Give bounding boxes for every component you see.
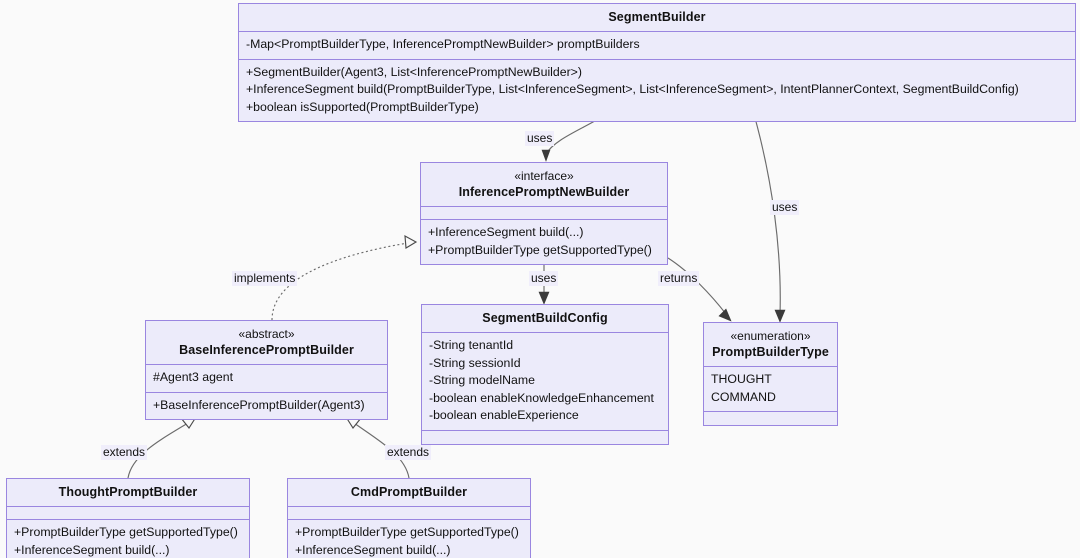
enum-value-row: COMMAND bbox=[711, 389, 776, 404]
class-methods-compartment-empty bbox=[704, 412, 837, 425]
class-attributes-compartment-empty bbox=[421, 207, 667, 220]
class-stereotype: «interface» bbox=[514, 169, 574, 183]
class-box-cmd-prompt-builder[interactable]: CmdPromptBuilder +PromptBuilderType getS… bbox=[287, 478, 531, 558]
method-row: +InferenceSegment build(...) bbox=[428, 225, 584, 239]
arrowhead-uses-enum bbox=[774, 309, 786, 323]
edge-label-returns-enum: returns bbox=[658, 271, 700, 286]
class-methods-compartment: +BaseInferencePromptBuilder(Agent3) bbox=[146, 393, 387, 420]
class-name: SegmentBuildConfig bbox=[482, 311, 608, 325]
class-name: BaseInferencePromptBuilder bbox=[179, 343, 354, 357]
class-methods-compartment: +InferenceSegment build(...) +PromptBuil… bbox=[421, 220, 667, 264]
class-box-segment-builder[interactable]: SegmentBuilder -Map<PromptBuilderType, I… bbox=[238, 3, 1076, 122]
class-attributes-compartment: -String tenantId -String sessionId -Stri… bbox=[422, 333, 668, 431]
class-box-prompt-builder-type[interactable]: «enumeration» PromptBuilderType THOUGHT … bbox=[703, 322, 838, 426]
class-methods-compartment: +PromptBuilderType getSupportedType() +I… bbox=[7, 520, 249, 558]
attribute-row: #Agent3 agent bbox=[153, 370, 234, 384]
arrowhead-uses-config bbox=[538, 291, 550, 305]
class-methods-compartment: +PromptBuilderType getSupportedType() +I… bbox=[288, 520, 530, 558]
method-row: +BaseInferencePromptBuilder(Agent3) bbox=[153, 397, 365, 412]
class-box-segment-build-config[interactable]: SegmentBuildConfig -String tenantId -Str… bbox=[421, 304, 669, 445]
edge-label-implements: implements bbox=[232, 271, 298, 286]
class-methods-compartment: +SegmentBuilder(Agent3, List<InferencePr… bbox=[239, 60, 1075, 122]
class-title-compartment: ThoughtPromptBuilder bbox=[7, 479, 249, 507]
attribute-row: -String tenantId bbox=[429, 338, 514, 352]
method-row: +PromptBuilderType getSupportedType() bbox=[14, 525, 238, 539]
attribute-row: -boolean enableExperience bbox=[429, 408, 579, 422]
attribute-row: -String modelName bbox=[429, 373, 535, 387]
class-box-base-inference-prompt-builder[interactable]: «abstract» BaseInferencePromptBuilder #A… bbox=[145, 320, 388, 420]
class-stereotype: «enumeration» bbox=[730, 329, 811, 343]
class-title-compartment: CmdPromptBuilder bbox=[288, 479, 530, 507]
attribute-row: -Map<PromptBuilderType, InferencePromptN… bbox=[246, 37, 640, 51]
class-attributes-compartment: -Map<PromptBuilderType, InferencePromptN… bbox=[239, 32, 1075, 60]
class-title-compartment: «interface» InferencePromptNewBuilder bbox=[421, 163, 667, 207]
attribute-row: -boolean enableKnowledgeEnhancement bbox=[429, 390, 654, 405]
class-box-thought-prompt-builder[interactable]: ThoughtPromptBuilder +PromptBuilderType … bbox=[6, 478, 250, 558]
class-name: SegmentBuilder bbox=[608, 10, 706, 24]
edge-label-extends-cmd: extends bbox=[385, 445, 432, 460]
class-title-compartment: «abstract» BaseInferencePromptBuilder bbox=[146, 321, 387, 365]
arrowhead-returns-enum bbox=[718, 308, 732, 322]
method-row: +PromptBuilderType getSupportedType() bbox=[295, 525, 519, 539]
method-row: +boolean isSupported(PromptBuilderType) bbox=[246, 99, 479, 114]
class-title-compartment: SegmentBuildConfig bbox=[422, 305, 668, 333]
method-row: +InferenceSegment build(...) bbox=[14, 542, 170, 557]
arrowhead-implements-triangle bbox=[404, 234, 418, 249]
class-name: CmdPromptBuilder bbox=[350, 485, 468, 499]
class-name: InferencePromptNewBuilder bbox=[458, 185, 630, 199]
class-attributes-compartment: #Agent3 agent bbox=[146, 365, 387, 393]
edge-label-extends-thought: extends bbox=[101, 445, 148, 460]
edge-label-uses-interface: uses bbox=[525, 131, 555, 146]
edge-label-uses-config: uses bbox=[529, 271, 559, 286]
attribute-row: -String sessionId bbox=[429, 355, 521, 370]
method-row: +PromptBuilderType getSupportedType() bbox=[428, 242, 652, 257]
class-title-compartment: «enumeration» PromptBuilderType bbox=[704, 323, 837, 367]
connector-uses-enum bbox=[754, 117, 781, 316]
method-row: +InferenceSegment build(PromptBuilderTyp… bbox=[246, 82, 1019, 96]
class-title-compartment: SegmentBuilder bbox=[239, 4, 1075, 32]
enum-value-row: THOUGHT bbox=[711, 372, 772, 386]
connector-returns-enum bbox=[667, 257, 727, 315]
class-attributes-compartment-empty bbox=[288, 507, 530, 520]
connector-extends-thought bbox=[127, 422, 189, 479]
class-stereotype: «abstract» bbox=[238, 327, 295, 341]
enum-values-compartment: THOUGHT COMMAND bbox=[704, 367, 837, 412]
class-name: PromptBuilderType bbox=[712, 345, 829, 359]
class-attributes-compartment-empty bbox=[7, 507, 249, 520]
arrowhead-uses-interface bbox=[541, 149, 551, 162]
method-row: +InferenceSegment build(...) bbox=[295, 542, 451, 557]
class-name: ThoughtPromptBuilder bbox=[58, 485, 198, 499]
edge-label-uses-enum: uses bbox=[770, 200, 800, 215]
class-methods-compartment-empty bbox=[422, 431, 668, 444]
connector-implements bbox=[271, 242, 409, 321]
class-box-inference-prompt-new-builder[interactable]: «interface» InferencePromptNewBuilder +I… bbox=[420, 162, 668, 265]
method-row: +SegmentBuilder(Agent3, List<InferencePr… bbox=[246, 64, 582, 79]
